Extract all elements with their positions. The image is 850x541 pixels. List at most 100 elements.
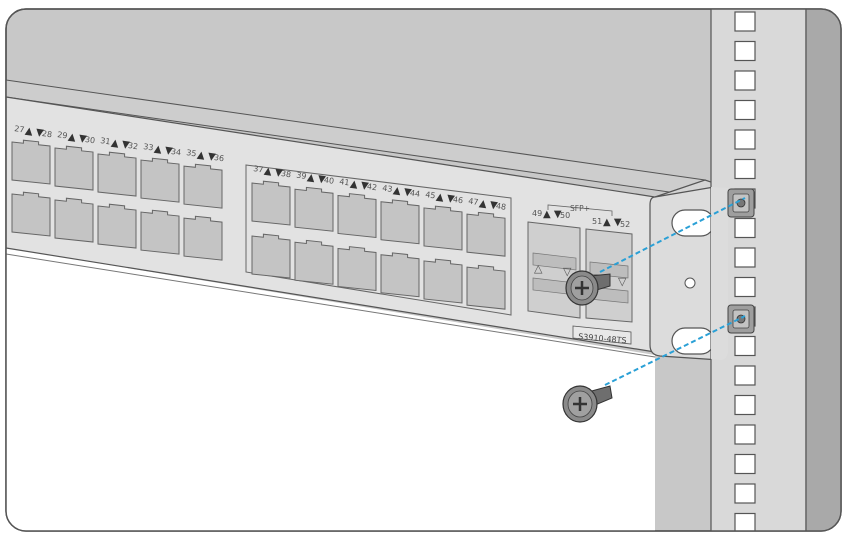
rj45-port [423,258,463,304]
port-label-pair: 35▲ ▼36 [186,148,225,164]
rj45-port [54,197,94,243]
port-number: 38 [280,169,291,179]
port-label-pair: 29▲ ▼30 [57,130,96,146]
panel-bottom-edge [6,253,656,358]
port-arrows: ▲ ▼ [392,185,412,199]
sfp-arrows-49-50: ▲ ▼ [543,209,562,220]
rack-hole [734,158,756,180]
rack-hole [734,276,756,298]
port-number: 44 [409,188,420,198]
port-number: 46 [452,195,463,205]
rack-hole [734,129,756,150]
port-number: 29 [57,130,68,140]
port-number: 28 [41,129,52,139]
rj45-port [380,199,420,245]
rack-post-side [805,9,841,531]
port-block-2-frame [245,164,512,316]
port-number: 39 [296,171,307,181]
rack-hole [734,40,756,62]
rack-hole [734,512,756,531]
sfp-port-51: 51 [592,217,602,226]
rj45-port [11,139,51,185]
port-number: 37 [253,164,264,174]
rack-hole [734,70,756,91]
rj45-port [11,191,51,237]
port-arrows: ▲ ▼ [196,150,216,164]
port-number: 31 [100,136,111,146]
rj45-port [54,145,94,191]
rj45-port [294,186,334,232]
rj45-port [251,180,291,226]
rj45-port [294,239,334,285]
sfp-header-label: SFP+ [570,204,590,213]
port-label-pair: 31▲ ▼32 [100,136,139,152]
port-number: 30 [84,135,95,145]
rack-hole [734,424,756,445]
rj45-port [183,163,223,209]
port-arrows: ▲ ▼ [67,132,87,146]
model-label-box [572,325,632,345]
port-arrows: ▲ ▼ [263,166,283,180]
port-arrows: ▲ ▼ [349,179,369,193]
phillips-screw-icon [562,385,613,423]
rj45-port [140,157,180,203]
rack-hole [734,394,756,416]
port-arrows: ▲ ▼ [153,144,173,158]
sfp-bracket [547,204,613,216]
sfp-arrows-51-52: ▲ ▼ [603,217,622,228]
port-label-pair: 37▲ ▼38 [253,164,292,180]
rack-hole [734,335,756,357]
sfp-port-50: 50 [560,211,570,220]
port-number: 45 [425,190,436,200]
screw-cross [575,281,589,295]
bracket-center-hole [684,277,696,289]
sfp-port-label-51-52: 51 ▲ ▼ 52 [592,217,630,229]
port-number: 35 [186,148,197,158]
rack-hole [734,247,756,268]
port-label-pair: 43▲ ▼44 [382,184,421,199]
rj45-port [183,215,223,261]
sfp-port-52: 52 [620,220,630,229]
rj45-port [337,246,377,292]
cage-nut-top-hole [736,198,746,208]
rj45-port [466,211,506,257]
rack-hole [734,11,756,32]
port-number: 32 [127,141,138,151]
port-number: 48 [495,201,506,211]
mounting-bracket-overlap [711,187,728,360]
port-label-pair: 45▲ ▼46 [425,190,464,205]
rack-hole [734,365,756,386]
port-number: 41 [339,177,350,187]
port-label-pair: 33▲ ▼34 [143,142,182,158]
port-arrows: ▲ ▼ [478,198,498,212]
sfp-port-label-49-50: 49 ▲ ▼ 50 [532,209,570,220]
rack-hole [734,99,756,121]
port-number: 47 [468,197,479,207]
screw-cross [573,397,587,411]
rj45-port [97,203,137,249]
sfp-arrow-down-glyph: ▽ [563,265,572,278]
rack-hole [734,217,756,239]
sfp-arrow-down-glyph-2: ▽ [618,275,627,288]
port-block-1 [0,135,223,261]
port-label-pair: 39▲ ▼40 [296,171,335,186]
rack-hole [734,483,756,504]
rj45-port [0,135,5,179]
port-arrows: ▲ ▼ [110,138,130,152]
port-number: 34 [170,147,181,157]
port-block-2 [251,180,506,310]
rj45-port [251,233,291,279]
rj45-port [466,264,506,310]
cage-nut-top [727,188,755,218]
phillips-screw-icon [565,270,611,306]
frame-border [5,8,842,532]
port-label-pair: 27▲ ▼28 [14,124,53,139]
port-number: 43 [382,184,393,194]
sfp-port-49: 49 [532,209,542,218]
port-number: 42 [366,182,377,192]
rj45-port [337,193,377,239]
rj45-port [380,252,420,298]
guide-line-top [599,197,746,273]
port-label-pair: 41▲ ▼42 [339,177,378,193]
